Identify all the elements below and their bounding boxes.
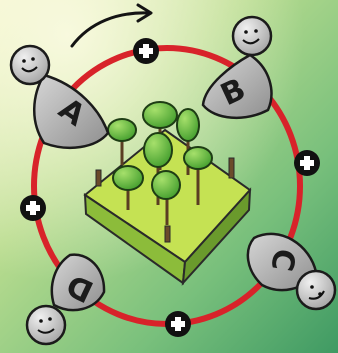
plus-marker-top [133,38,159,64]
plus-marker-bottom [165,311,191,337]
plus-marker-right [294,150,320,176]
plus-marker-left [20,195,46,221]
